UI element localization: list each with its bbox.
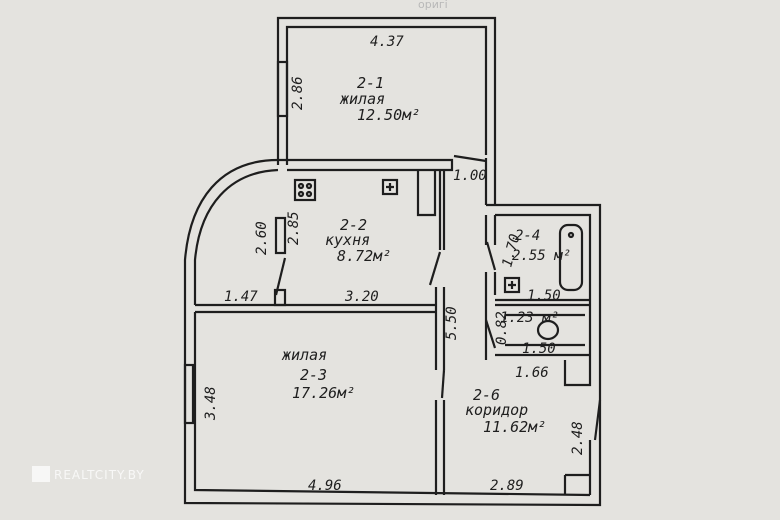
room-id: 2-4 [515, 228, 540, 244]
room-area: 12.50м² [357, 106, 420, 124]
room-2-2: 2-2 кухня 8.72м² [325, 216, 391, 265]
walls [183, 16, 602, 507]
door-r1 [453, 154, 487, 163]
dim-wc-width: 1.50 [522, 341, 556, 357]
header-note: оригі [418, 0, 448, 11]
dim-r3-width: 4.96 [308, 478, 342, 494]
dim-r3-height: 3.48 [203, 386, 219, 421]
room-area: 8.72м² [337, 247, 391, 265]
toilet-icon [536, 319, 560, 341]
room-2-6: 2-6 коридор 11.62м² [465, 386, 546, 436]
door-kitchen-left [274, 257, 287, 296]
bathtub-icon [558, 223, 584, 292]
room-type: жилая [281, 346, 327, 364]
room-area: 1.23 м² [500, 310, 559, 326]
room-id: 2-6 [473, 386, 500, 404]
dim-corridor-width: 2.89 [490, 478, 524, 494]
room-area: 11.62м² [483, 418, 546, 436]
room-2-1: 2-1 жилая 12.50м² [339, 74, 420, 124]
dim-partition: 5.50 [444, 306, 460, 340]
watermark-logo-icon [32, 466, 50, 482]
room-type: жилая [339, 90, 385, 108]
dim-wc-height: 0.82 [494, 311, 510, 345]
vent-icon [381, 178, 399, 196]
watermark-text: REALTCITY.BY [54, 468, 145, 482]
room-id: 2-1 [357, 74, 384, 92]
room-2-3: жилая 2-3 17.26м² [281, 346, 355, 402]
room-id: 2-2 [340, 216, 367, 234]
window-r1 [276, 60, 289, 118]
dimensions: 4.37 2.86 1.00 2.60 2.85 1.47 3.20 1.70 … [203, 34, 586, 494]
dim-kitchen-bottom: 3.20 [344, 289, 379, 305]
window-kitchen [274, 216, 287, 255]
room-id: 2-3 [300, 366, 327, 384]
dim-r1-height: 2.86 [290, 76, 306, 110]
dim-r1-width: 4.37 [370, 34, 404, 50]
dim-kitchen-left: 2.85 [286, 211, 302, 245]
room-type: коридор [465, 401, 528, 419]
dim-door: 1.00 [453, 168, 487, 184]
dim-corridor-height: 2.48 [570, 421, 586, 455]
window-r3 [183, 363, 195, 425]
dim-bath-width: 1.50 [527, 288, 561, 304]
dim-corridor-mid: 1.66 [515, 365, 549, 381]
watermark: REALTCITY.BY [32, 466, 145, 482]
room-type: кухня [325, 231, 370, 249]
dim-kitchen-outer: 2.60 [254, 221, 270, 255]
room-2-4: 2-4 2.55 м² [512, 228, 571, 264]
stove-icon [293, 178, 317, 202]
room-2-5: 1.23 м² [500, 310, 559, 326]
dim-kitchen-bottom-left: 1.47 [224, 289, 258, 305]
door-kitchen [428, 251, 442, 286]
vent-icon-bath [503, 276, 521, 294]
room-area: 2.55 м² [512, 248, 571, 264]
room-area: 17.26м² [292, 384, 355, 402]
